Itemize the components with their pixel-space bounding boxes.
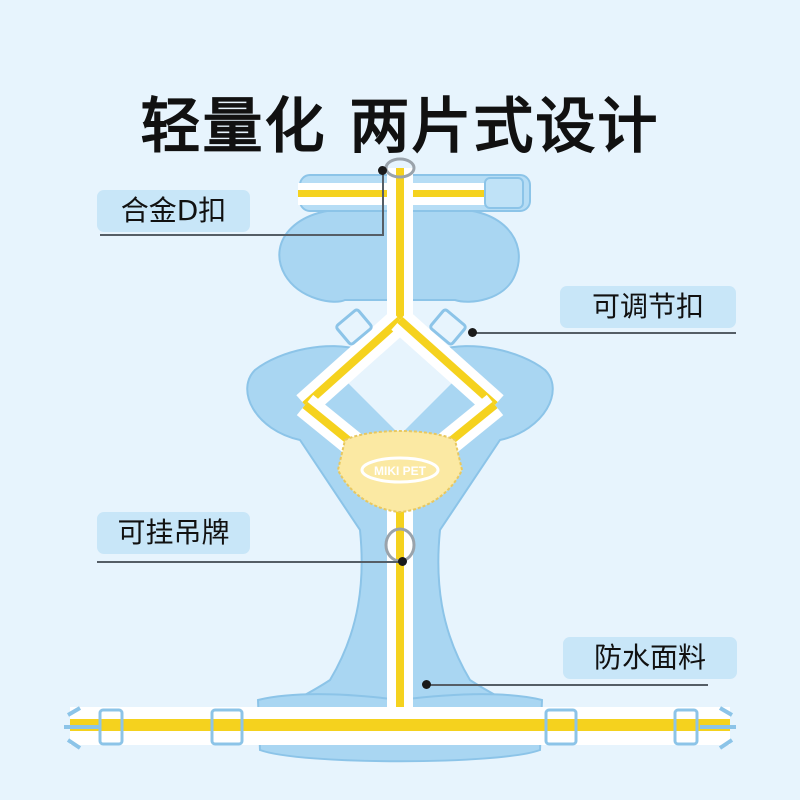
belly-adjuster-4 [673, 708, 699, 746]
belly-adjuster-2 [210, 708, 244, 746]
callout-d-ring-line [100, 234, 383, 236]
vertical-strap-top [387, 168, 413, 328]
side-release-buckle [484, 177, 524, 209]
callout-d-ring-dot [378, 166, 387, 175]
adjuster-right [429, 308, 467, 346]
callout-tag-ring-dot [398, 557, 407, 566]
buckle-end-left [64, 706, 100, 750]
callout-tag-ring-line [97, 561, 402, 563]
belly-strap [70, 707, 730, 745]
callout-waterproof-fabric-line [428, 684, 708, 686]
brand-text: MIKI PET [374, 464, 427, 478]
buckle-end-right [700, 706, 736, 750]
brand-patch [336, 430, 464, 514]
brand-oval [360, 456, 440, 484]
callout-tag-ring-label: 可挂吊牌 [97, 512, 250, 554]
callout-adjustable-buckle-dot [468, 328, 477, 337]
adjuster-left [335, 308, 373, 346]
callout-waterproof-fabric-dot [422, 680, 431, 689]
belly-adjuster-3 [544, 708, 578, 746]
callout-adjustable-buckle-label: 可调节扣 [560, 286, 736, 328]
vertical-strap-bottom [387, 500, 413, 710]
callout-d-ring-line-vertical [382, 172, 384, 236]
callout-adjustable-buckle-line [474, 332, 736, 334]
callout-d-ring-label: 合金D扣 [97, 190, 250, 232]
callout-waterproof-fabric-label: 防水面料 [563, 637, 737, 679]
page-title: 轻量化 两片式设计 [140, 92, 660, 162]
